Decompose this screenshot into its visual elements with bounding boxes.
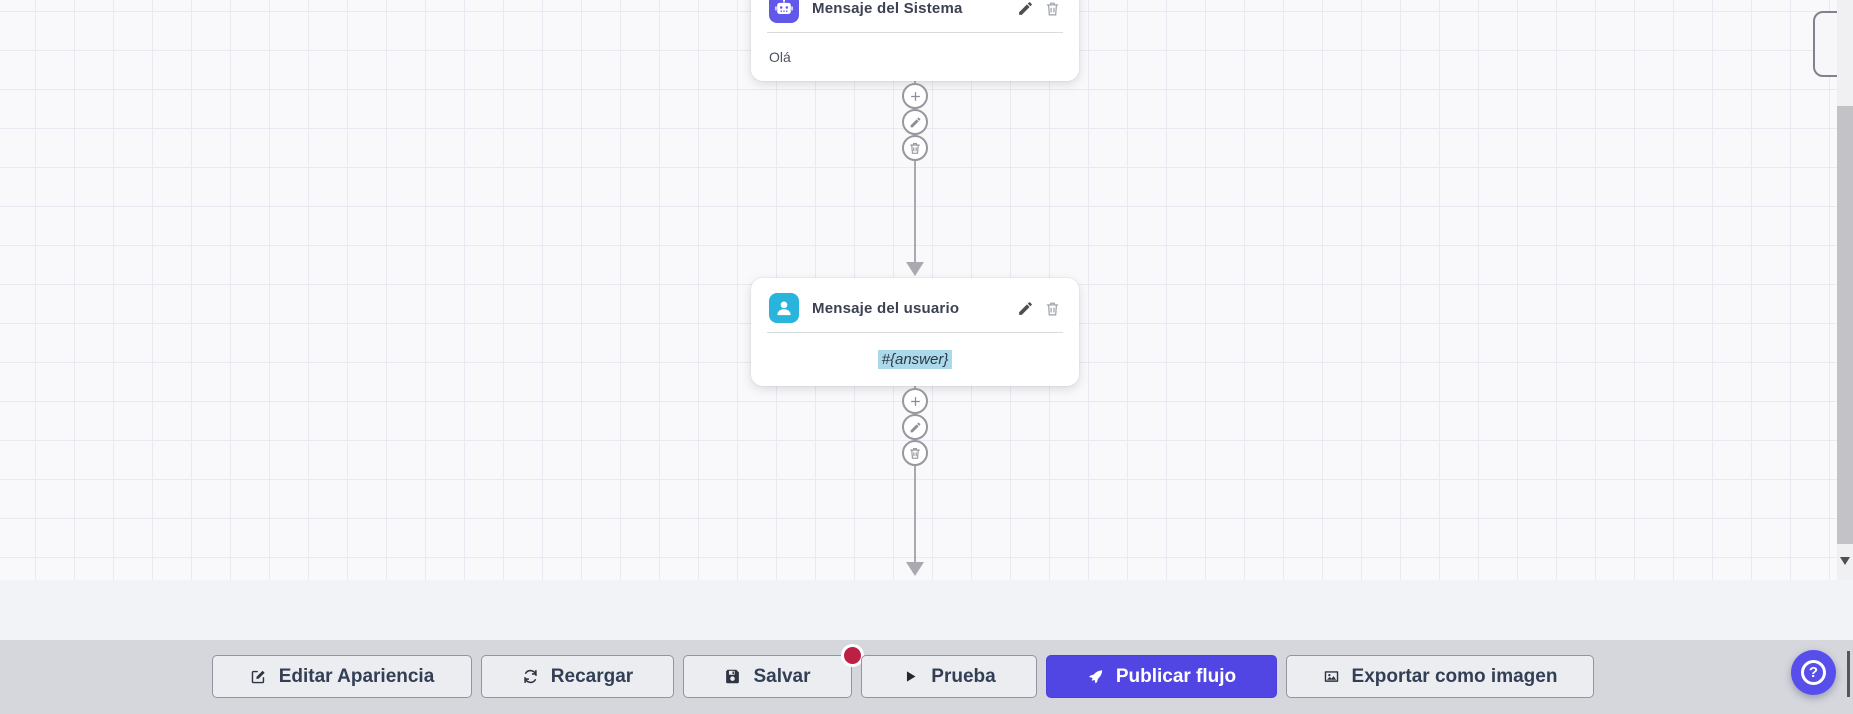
- delete-connector-button[interactable]: [902, 440, 928, 466]
- vertical-scrollbar[interactable]: [1837, 0, 1853, 580]
- node-divider: [767, 32, 1063, 33]
- play-icon: [902, 668, 919, 685]
- delete-node-icon[interactable]: [1044, 0, 1061, 17]
- button-label: Prueba: [931, 665, 996, 687]
- connector-line-2: [914, 386, 916, 562]
- node-actions: [1017, 300, 1061, 317]
- edit-node-icon[interactable]: [1017, 0, 1034, 17]
- bottom-panel-strip: [0, 580, 1853, 640]
- delete-connector-button[interactable]: [902, 135, 928, 161]
- node-actions: [1017, 0, 1061, 17]
- node-title: Mensaje del usuario: [812, 299, 960, 317]
- test-button[interactable]: Prueba: [861, 655, 1037, 698]
- window-scrollbar-edge: [1847, 651, 1850, 697]
- connector-arrow-2: [906, 562, 924, 576]
- help-button[interactable]: ?: [1791, 650, 1836, 695]
- edit-connector-button[interactable]: [902, 109, 928, 135]
- node-header: Mensaje del Sistema: [751, 0, 1079, 23]
- node-content: Olá: [769, 49, 791, 65]
- node-content: #{answer}: [751, 333, 1079, 386]
- edit-appearance-button[interactable]: Editar Apariencia: [212, 655, 472, 698]
- button-label: Publicar flujo: [1115, 665, 1237, 687]
- node-system-message[interactable]: Mensaje del Sistema Olá: [751, 0, 1079, 81]
- connector-arrow-1: [906, 262, 924, 276]
- rocket-icon: [1087, 668, 1104, 685]
- save-button[interactable]: Salvar: [683, 655, 852, 698]
- answer-variable-chip[interactable]: #{answer}: [877, 350, 953, 369]
- add-node-button[interactable]: [902, 83, 928, 109]
- button-label: Exportar como imagen: [1351, 665, 1558, 687]
- scrollbar-thumb[interactable]: [1837, 106, 1853, 544]
- reload-button[interactable]: Recargar: [481, 655, 674, 698]
- export-image-button[interactable]: Exportar como imagen: [1286, 655, 1594, 698]
- edit-appearance-icon: [250, 668, 267, 685]
- question-mark-icon: ?: [1801, 660, 1826, 685]
- node-header: Mensaje del usuario: [751, 278, 1079, 323]
- button-label: Salvar: [753, 665, 811, 687]
- save-icon: [724, 668, 741, 685]
- node-title: Mensaje del Sistema: [812, 0, 963, 17]
- button-label: Recargar: [550, 665, 634, 687]
- edit-node-icon[interactable]: [1017, 300, 1034, 317]
- node-user-message[interactable]: Mensaje del usuario #{answer}: [751, 278, 1079, 386]
- scroll-down-arrow-icon[interactable]: [1840, 557, 1850, 565]
- edit-connector-button[interactable]: [902, 414, 928, 440]
- user-icon: [769, 293, 799, 323]
- image-icon: [1323, 668, 1340, 685]
- toolbar-buttons: Editar Apariencia Recargar Salvar: [212, 644, 1594, 698]
- button-label: Editar Apariencia: [278, 665, 435, 687]
- connector-line-1: [914, 80, 916, 262]
- robot-icon: [769, 0, 799, 23]
- flow-canvas[interactable]: Mensaje del Sistema Olá: [0, 0, 1853, 580]
- publish-flow-button[interactable]: Publicar flujo: [1046, 655, 1277, 698]
- reload-icon: [522, 668, 539, 685]
- bottom-toolbar: Editar Apariencia Recargar Salvar: [0, 640, 1853, 714]
- add-node-button[interactable]: [902, 388, 928, 414]
- node-divider: [767, 332, 1063, 333]
- delete-node-icon[interactable]: [1044, 300, 1061, 317]
